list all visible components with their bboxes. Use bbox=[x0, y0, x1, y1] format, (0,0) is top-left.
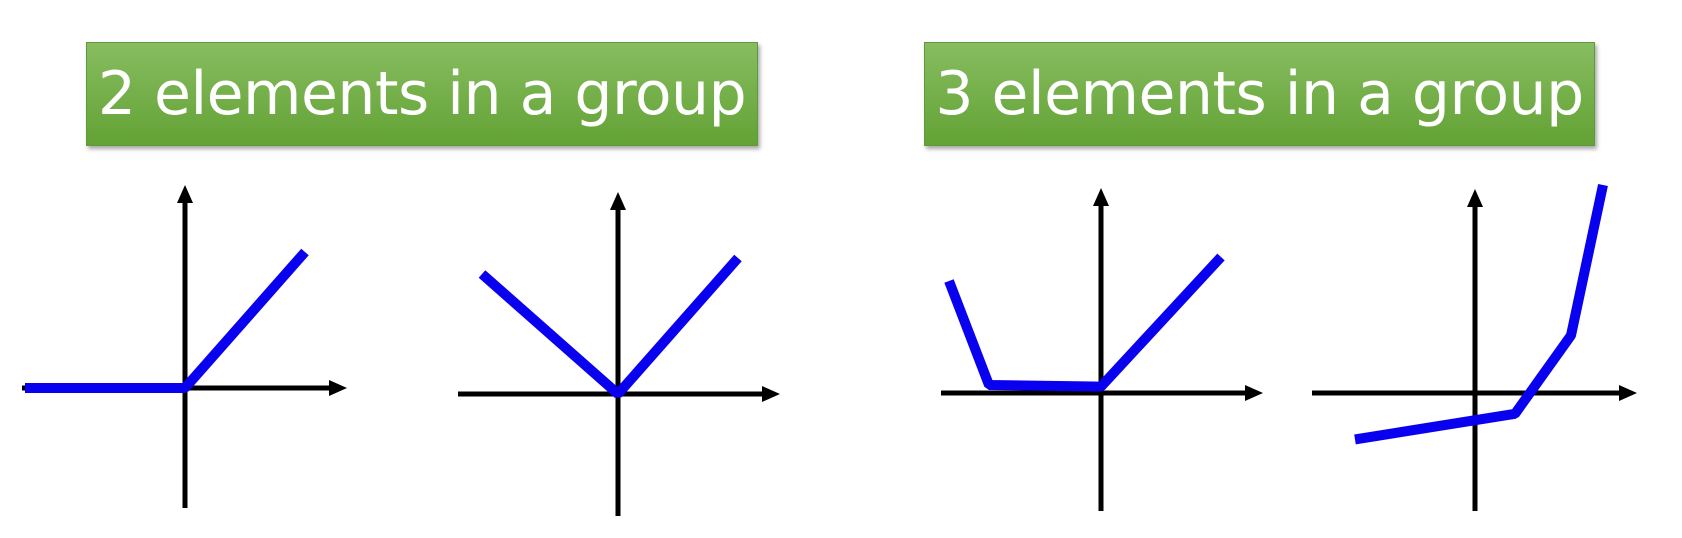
plot-three-piece-increasing-y-arrow-icon bbox=[1467, 189, 1483, 207]
plot-three-piece-convex-x-arrow-icon bbox=[1245, 385, 1263, 401]
banner-3-elements-text: 3 elements in a group bbox=[935, 59, 1584, 129]
plot-relu bbox=[22, 185, 347, 508]
plot-abs-y-arrow-icon bbox=[610, 192, 626, 210]
plot-three-piece-increasing bbox=[1312, 183, 1637, 511]
plot-abs-x-arrow-icon bbox=[762, 386, 780, 402]
plot-three-piece-increasing-curve bbox=[1354, 183, 1608, 445]
plot-three-piece-increasing-x-arrow-icon bbox=[1619, 385, 1637, 401]
plot-relu-curve bbox=[25, 248, 309, 393]
plot-abs bbox=[458, 192, 780, 516]
banner-2-elements: 2 elements in a group bbox=[86, 42, 758, 146]
banner-3-elements: 3 elements in a group bbox=[924, 42, 1595, 146]
plot-relu-x-arrow-icon bbox=[329, 380, 347, 396]
plot-three-piece-convex bbox=[941, 188, 1263, 511]
plot-three-piece-convex-y-arrow-icon bbox=[1093, 188, 1109, 206]
plot-relu-y-arrow-icon bbox=[177, 185, 193, 203]
plot-three-piece-convex-curve bbox=[944, 253, 1225, 392]
banner-2-elements-text: 2 elements in a group bbox=[97, 59, 747, 129]
plot-abs-curve bbox=[478, 254, 742, 398]
